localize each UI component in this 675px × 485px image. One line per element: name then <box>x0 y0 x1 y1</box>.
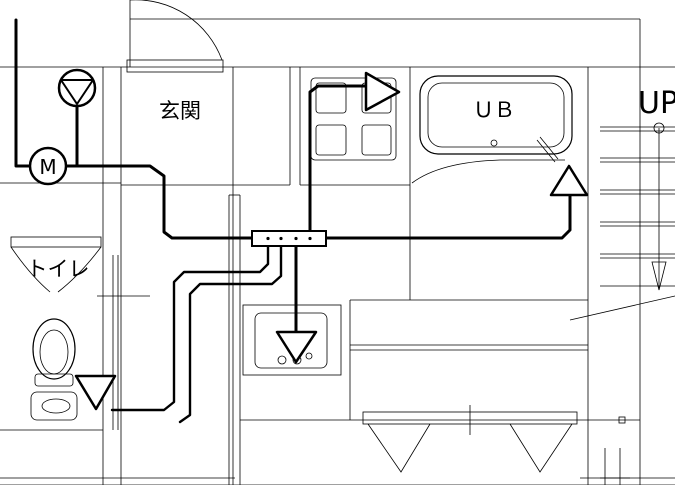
outlet-toilet-icon <box>74 374 117 411</box>
toilet-label: トイレ <box>27 257 90 281</box>
staircase <box>600 122 675 291</box>
water-pipes <box>14 18 572 424</box>
toilet-fixture <box>30 318 78 421</box>
wash-basin <box>242 304 342 376</box>
unit-bath-label: ＵＢ <box>473 98 515 122</box>
outlet-stove-icon <box>364 71 401 112</box>
outlet-basin-icon <box>275 330 318 364</box>
motor-icon: M <box>28 146 68 186</box>
lower-counter <box>362 405 630 485</box>
stairs-up-label: UP <box>638 86 675 121</box>
motor-label: M <box>39 155 56 179</box>
entrance-label: 玄関 <box>159 99 201 123</box>
pump-icon <box>57 68 97 108</box>
outlet-bath-icon <box>549 164 589 197</box>
manifold-header <box>251 230 327 247</box>
bathtub <box>411 75 573 184</box>
